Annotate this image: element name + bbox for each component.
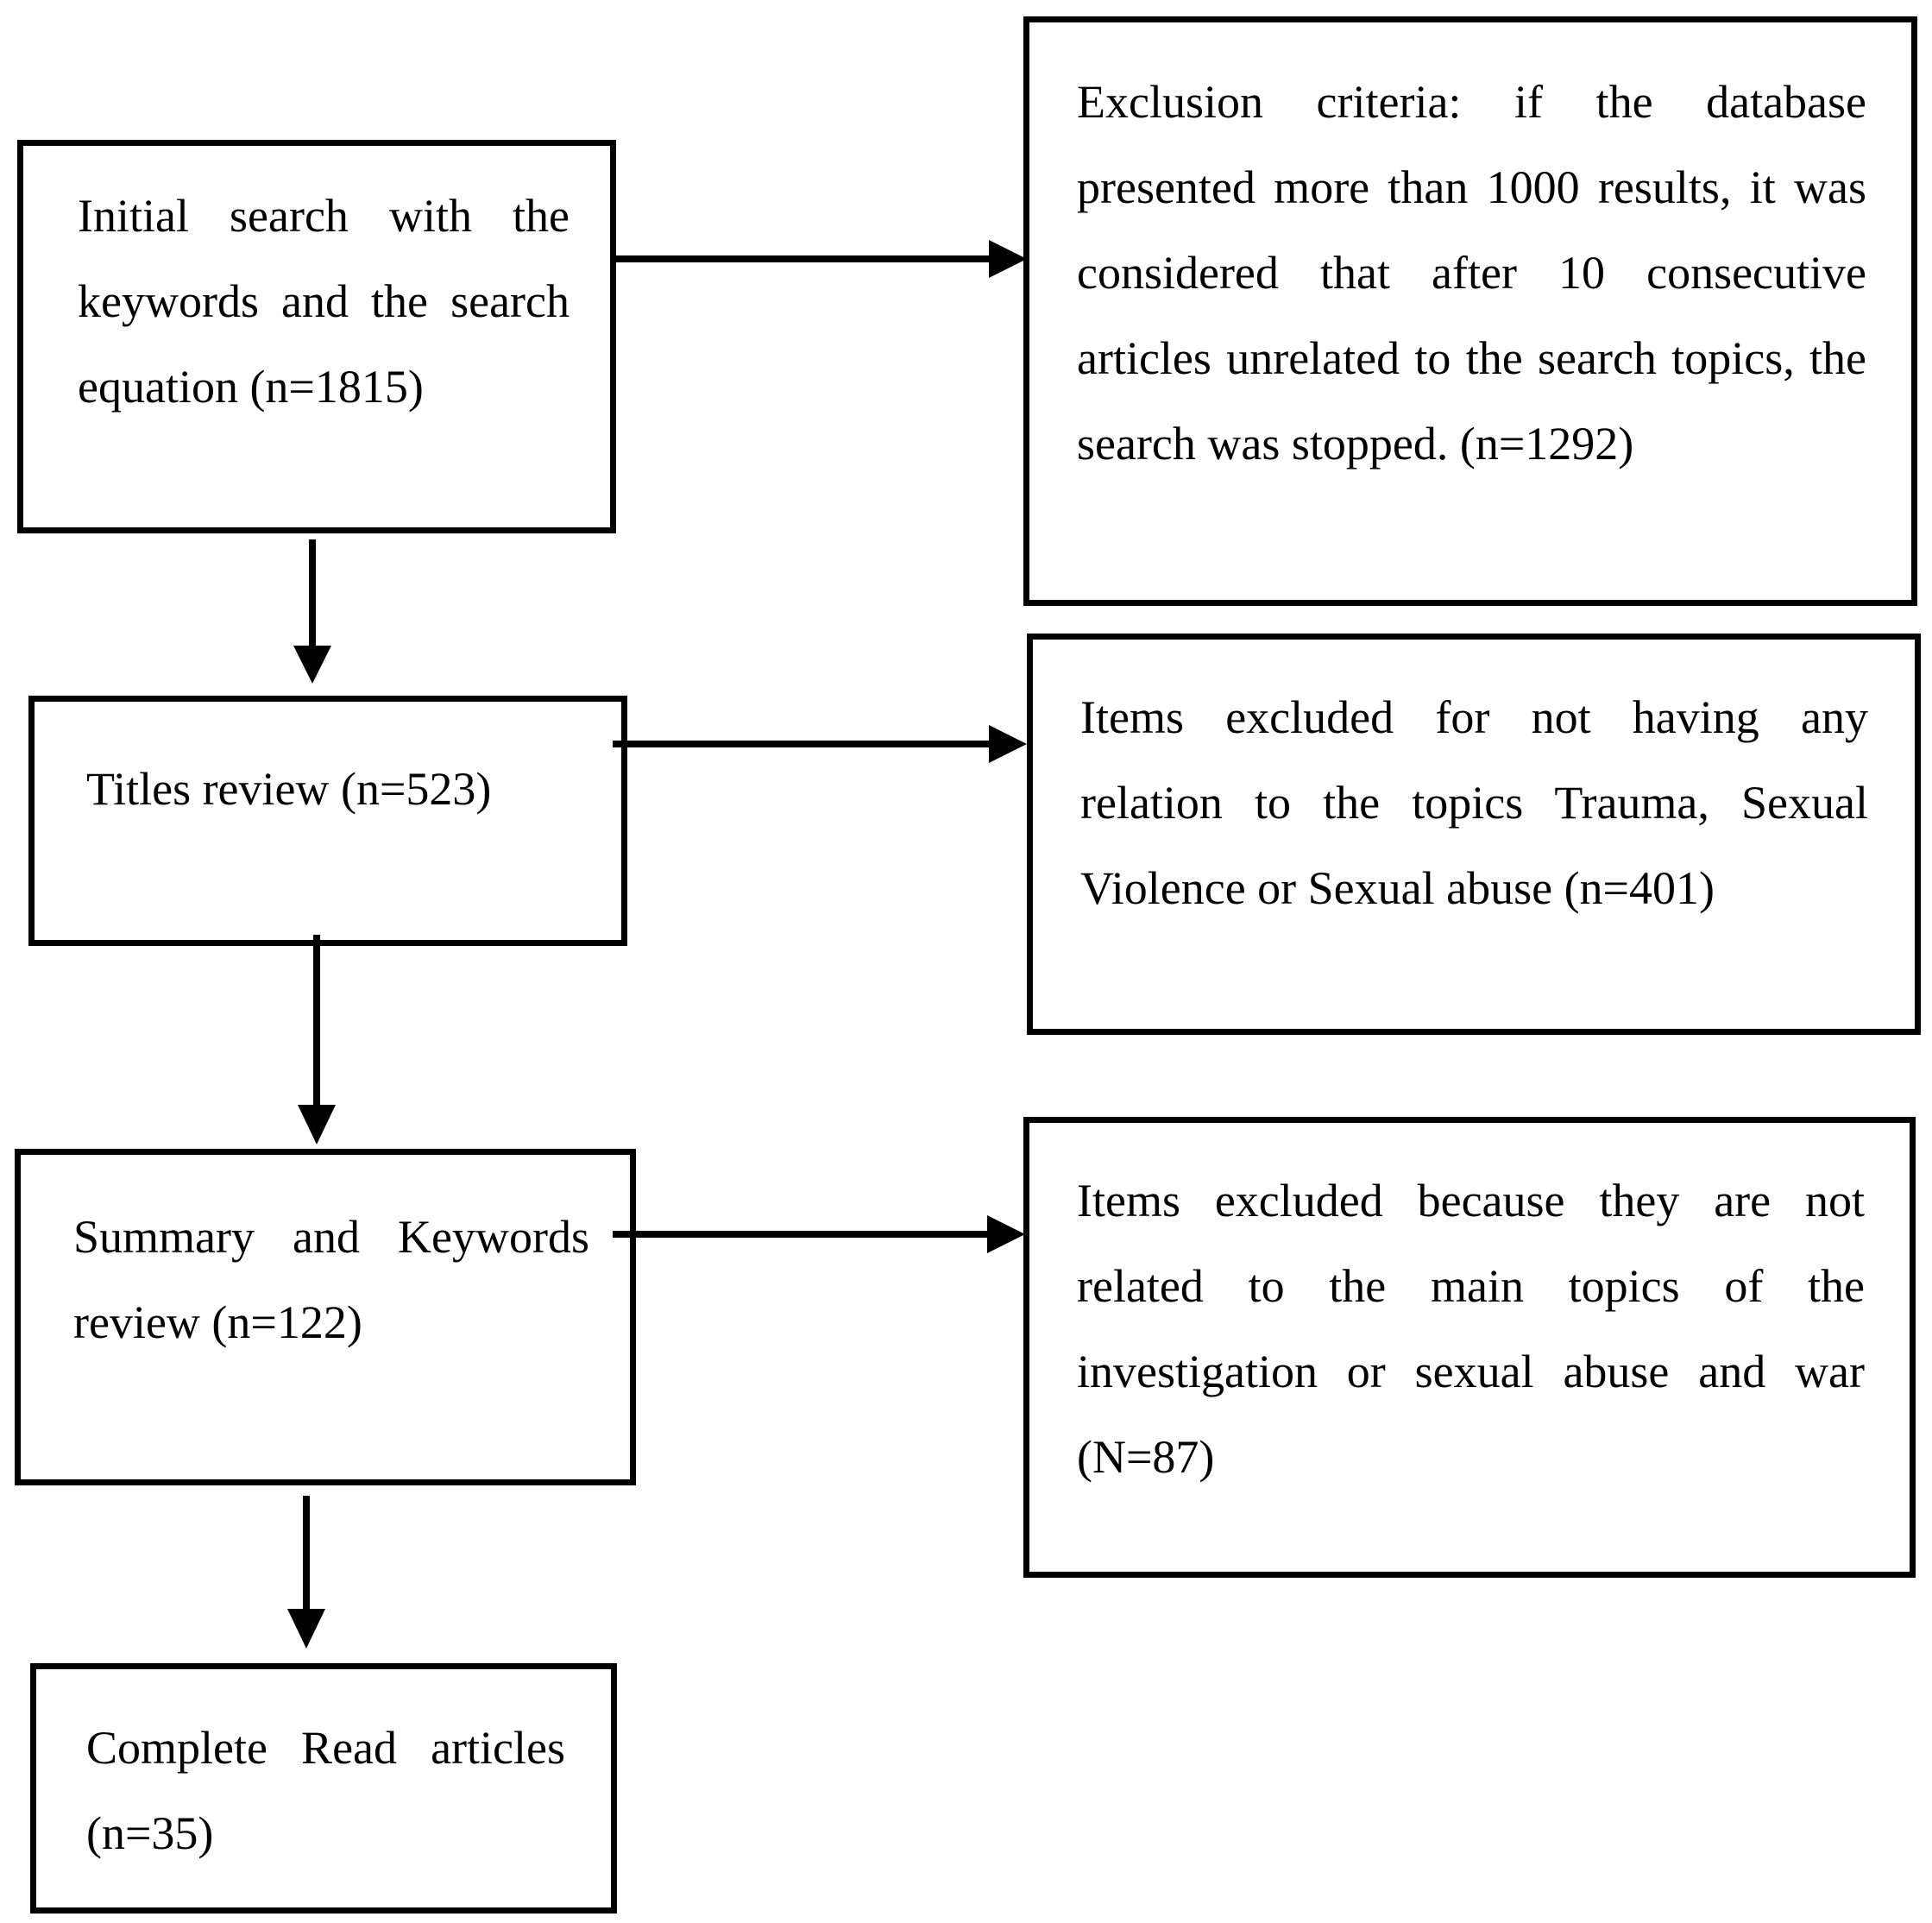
complete-read-box: Complete Read articles (n=35) bbox=[30, 1663, 617, 1914]
summary-excluded-text: Items excluded because they are not rela… bbox=[1077, 1175, 1865, 1483]
arrow-summary-to-excluded bbox=[613, 1215, 1025, 1253]
titles-excluded-box: Items excluded for not having any relati… bbox=[1027, 634, 1921, 1035]
arrow-summary-to-complete bbox=[287, 1496, 325, 1649]
complete-read-text: Complete Read articles (n=35) bbox=[86, 1722, 565, 1859]
titles-excluded-text: Items excluded for not having any relati… bbox=[1080, 691, 1868, 914]
summary-review-box: Summary and Keywords review (n=122) bbox=[15, 1149, 636, 1485]
exclusion-criteria-text: Exclusion criteria: if the database pres… bbox=[1077, 76, 1866, 470]
titles-review-box: Titles review (n=523) bbox=[28, 696, 627, 946]
initial-search-text: Initial search with the keywords and the… bbox=[78, 190, 570, 413]
arrow-initial-to-exclusion bbox=[616, 240, 1027, 278]
arrow-titles-to-excluded bbox=[613, 725, 1027, 763]
arrow-initial-to-titles bbox=[293, 539, 331, 684]
initial-search-box: Initial search with the keywords and the… bbox=[17, 140, 616, 533]
summary-excluded-box: Items excluded because they are not rela… bbox=[1023, 1117, 1916, 1578]
summary-review-text: Summary and Keywords review (n=122) bbox=[73, 1211, 589, 1348]
titles-review-text: Titles review (n=523) bbox=[86, 763, 492, 815]
exclusion-criteria-box: Exclusion criteria: if the database pres… bbox=[1023, 16, 1917, 606]
arrow-titles-to-summary bbox=[298, 935, 336, 1144]
